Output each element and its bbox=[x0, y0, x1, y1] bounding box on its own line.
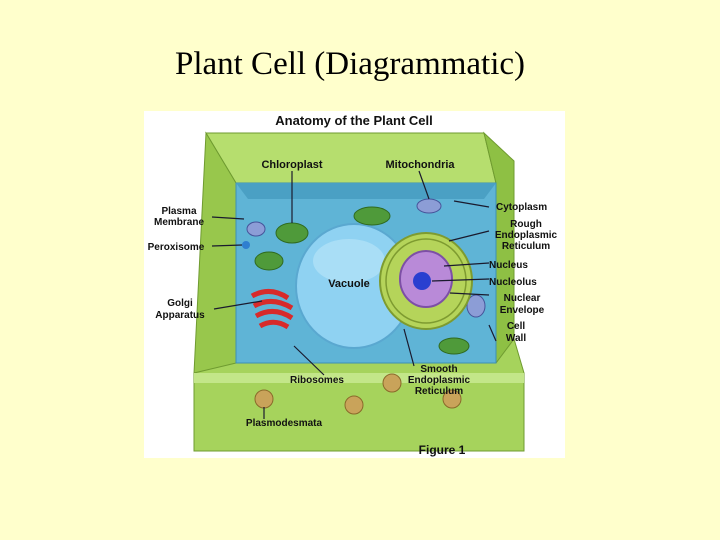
figure-heading: Anatomy of the Plant Cell bbox=[275, 113, 432, 128]
label-nucleolus: Nucleolus bbox=[489, 277, 537, 288]
label-smooth-er-3: Reticulum bbox=[415, 386, 463, 397]
plasmodesmata bbox=[254, 373, 462, 415]
label-golgi-1: Golgi bbox=[167, 298, 193, 309]
label-plasmodesmata: Plasmodesmata bbox=[246, 418, 323, 429]
label-golgi-2: Apparatus bbox=[155, 310, 205, 321]
slide-title: Plant Cell (Diagrammatic) bbox=[174, 46, 526, 82]
leader-lines bbox=[211, 170, 497, 419]
label-rough-er-1: Rough bbox=[510, 219, 542, 230]
label-smooth-er-2: Endoplasmic bbox=[408, 375, 471, 386]
cell-wall-box bbox=[193, 131, 525, 452]
label-plasma-membrane-2: Membrane bbox=[154, 217, 204, 228]
figure-caption: Figure 1 bbox=[419, 443, 466, 457]
label-plasma-membrane-1: Plasma bbox=[161, 206, 196, 217]
chloroplasts bbox=[254, 206, 470, 355]
label-cytoplasm: Cytoplasm bbox=[496, 202, 547, 213]
plant-cell-diagram: Anatomy of the Plant Cell bbox=[148, 113, 558, 457]
label-vacuole: Vacuole bbox=[328, 278, 370, 290]
nucleolus bbox=[413, 272, 431, 290]
label-rough-er-3: Reticulum bbox=[502, 241, 550, 252]
label-mitochondria: Mitochondria bbox=[385, 159, 455, 171]
label-nucleus: Nucleus bbox=[489, 260, 528, 271]
label-nuclear-envelope-2: Envelope bbox=[500, 305, 545, 316]
label-peroxisome: Peroxisome bbox=[148, 242, 205, 253]
label-smooth-er-1: Smooth bbox=[420, 364, 457, 375]
label-nuclear-envelope-1: Nuclear bbox=[504, 293, 541, 304]
label-ribosomes: Ribosomes bbox=[290, 375, 344, 386]
label-cell-wall-2: Wall bbox=[506, 333, 526, 344]
label-cell-wall-1: Cell bbox=[507, 321, 526, 332]
mitochondria bbox=[246, 198, 486, 318]
golgi-apparatus bbox=[250, 289, 294, 330]
label-chloroplast: Chloroplast bbox=[261, 159, 322, 171]
peroxisome bbox=[242, 241, 250, 249]
plant-cell-figure: Anatomy of the Plant Cell bbox=[144, 111, 565, 458]
label-rough-er-2: Endoplasmic bbox=[495, 230, 558, 241]
